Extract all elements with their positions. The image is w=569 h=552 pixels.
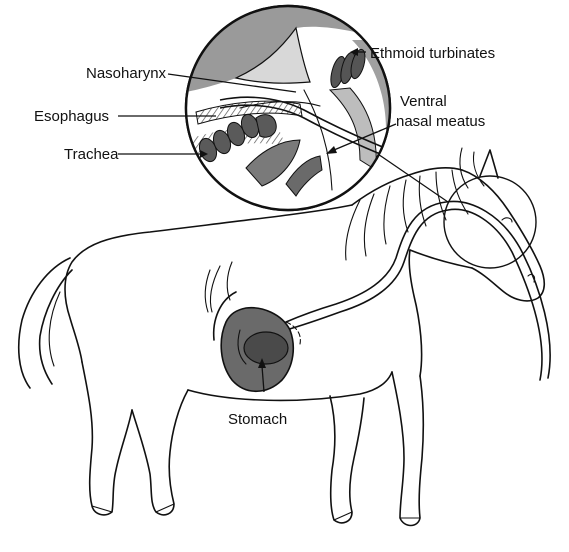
label-trachea: Trachea	[64, 146, 119, 163]
label-nasopharynx: Nasoharynx	[86, 65, 167, 82]
label-ventral-line1: Ventral	[400, 93, 447, 110]
stomach	[214, 292, 301, 391]
label-ventral-line2: nasal meatus	[396, 113, 485, 130]
label-esophagus: Esophagus	[34, 108, 109, 125]
label-stomach: Stomach	[228, 411, 287, 428]
label-ethmoid-turbinates: Ethmoid turbinates	[370, 45, 495, 62]
pharynx-target-circle	[444, 176, 536, 268]
nasogastric-tube	[286, 201, 550, 380]
inset-magnified-view	[186, 6, 390, 210]
